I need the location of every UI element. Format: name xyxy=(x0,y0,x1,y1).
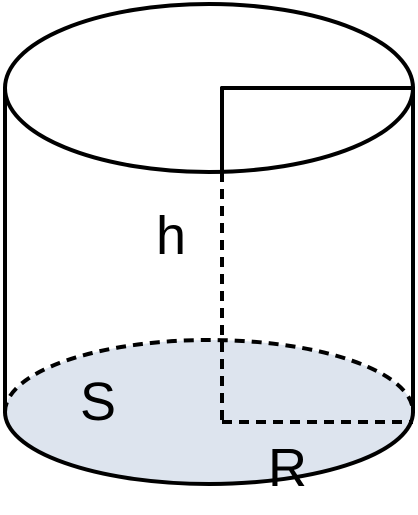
area-label: S xyxy=(80,372,116,432)
base-ellipse-front-edge xyxy=(3,410,415,486)
radius-label: R xyxy=(268,438,307,498)
height-label: h xyxy=(156,206,186,266)
base-area-fill xyxy=(5,340,413,484)
base-ellipse-hidden-edge xyxy=(3,338,415,413)
